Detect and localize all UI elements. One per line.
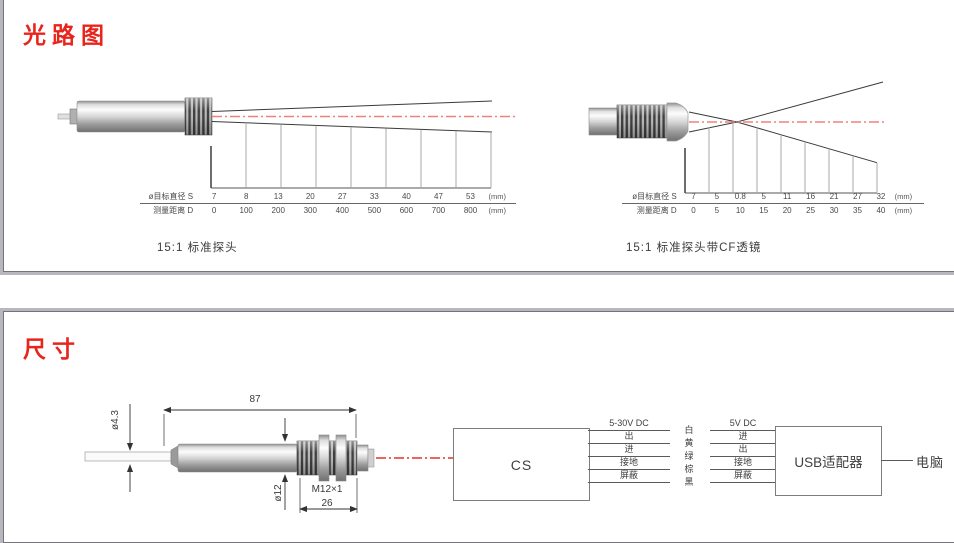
hex-nut-1	[318, 434, 330, 482]
probe-tip	[356, 444, 369, 472]
usb-adapter-box-label: USB适配器	[794, 455, 863, 470]
probe1-cable	[57, 113, 72, 120]
body-dia-label: ø12	[273, 484, 284, 502]
spot-diameter-row: ø目标直径 S 7 5 0.8 5 11 16 21 27 32 (mm)	[622, 190, 924, 204]
computer-label: 电脑	[916, 455, 945, 470]
probe1-body	[76, 100, 186, 133]
optical-diagram-standard	[57, 97, 518, 189]
length-dim-label: 87	[249, 394, 261, 405]
wire-label: 屏蔽	[588, 470, 670, 483]
unit-label: (mm)	[894, 206, 913, 215]
probe2-body	[588, 107, 623, 136]
spot-diameter-label: ø目标直径 S	[148, 192, 194, 201]
spot-size-table-standard: ø目标直径 S 7 8 13 20 27 33 40 47 53 (mm) 测量…	[140, 190, 516, 217]
wire-label: 接地	[710, 457, 776, 470]
ruler-ticks	[708, 122, 878, 193]
beam-upper-diverging	[736, 81, 884, 123]
probe2-cf-lens-cap	[666, 102, 689, 142]
adapter-wire-group: 5V DC 进 出 接地 屏蔽	[710, 418, 776, 483]
sensor-box: CS	[453, 428, 590, 501]
measure-distance-label: 测量距离 D	[636, 206, 677, 215]
spot-diameter-row: ø目标直径 S 7 8 13 20 27 33 40 47 53 (mm)	[140, 190, 516, 204]
probe-cable	[84, 451, 172, 462]
wire-color-label: 白	[684, 425, 694, 435]
wire-label: 5-30V DC	[588, 418, 670, 431]
computer-connection-line	[881, 460, 913, 461]
sensor-wire-group: 5-30V DC 出 进 接地 屏蔽	[588, 418, 670, 483]
sensor-box-label: CS	[510, 456, 533, 473]
dimensions-section-title: 尺寸	[23, 336, 81, 362]
measure-distance-row: 测量距离 D 0 100 200 300 400 500 600 700 800…	[140, 204, 516, 217]
spot-diameter-label: ø目标直径 S	[632, 192, 677, 201]
beam-upper-converging	[688, 111, 738, 123]
wire-color-label: 绿	[684, 451, 694, 461]
spot-size-table-cf-lens: ø目标直径 S 7 5 0.8 5 11 16 21 27 32 (mm) 测量…	[622, 190, 924, 217]
unit-label: (mm)	[488, 192, 507, 201]
wire-label: 接地	[588, 457, 670, 470]
unit-label: (mm)	[488, 206, 507, 215]
ruler-ticks	[245, 122, 492, 188]
wire-label: 出	[588, 431, 670, 444]
unit-label: (mm)	[894, 192, 913, 201]
cable-connector	[170, 445, 179, 469]
wire-label: 5V DC	[710, 418, 776, 431]
optical-diagram-cf-lens	[588, 81, 887, 194]
wire-label: 进	[710, 431, 776, 444]
diagram-caption-cf-lens: 15:1 标准探头带CF透镜	[626, 242, 762, 254]
wire-color-label: 黄	[684, 438, 694, 448]
wire-label: 屏蔽	[710, 470, 776, 483]
thread-spec-label: M12×1	[311, 484, 343, 495]
wire-color-label: 棕	[684, 464, 694, 474]
probe-body	[177, 443, 298, 473]
usb-adapter-box: USB适配器	[775, 426, 882, 496]
probe-nose	[367, 448, 375, 468]
beam-lower-line	[211, 121, 493, 133]
thread-len-label: 26	[321, 498, 333, 509]
beam-upper-line	[211, 100, 493, 112]
beam-lower-converging	[688, 121, 738, 133]
beam-lower-diverging	[736, 121, 878, 164]
measure-distance-row: 测量距离 D 0 5 10 15 20 25 30 35 40 (mm)	[622, 204, 924, 217]
optical-section-title: 光路图	[23, 22, 110, 48]
measure-distance-label: 测量距离 D	[153, 206, 194, 215]
wire-label: 进	[588, 444, 670, 457]
cable-dia-label: ø4.3	[110, 410, 121, 431]
wire-label: 出	[710, 444, 776, 457]
hex-nut-2	[335, 434, 347, 482]
dimension-drawing	[84, 404, 456, 513]
diagram-caption-standard: 15:1 标准探头	[157, 242, 238, 254]
optical-path-panel	[0, 0, 954, 275]
wire-color-column: 白 黄 绿 棕 黑	[682, 424, 696, 489]
wire-color-label: 黑	[684, 477, 694, 487]
